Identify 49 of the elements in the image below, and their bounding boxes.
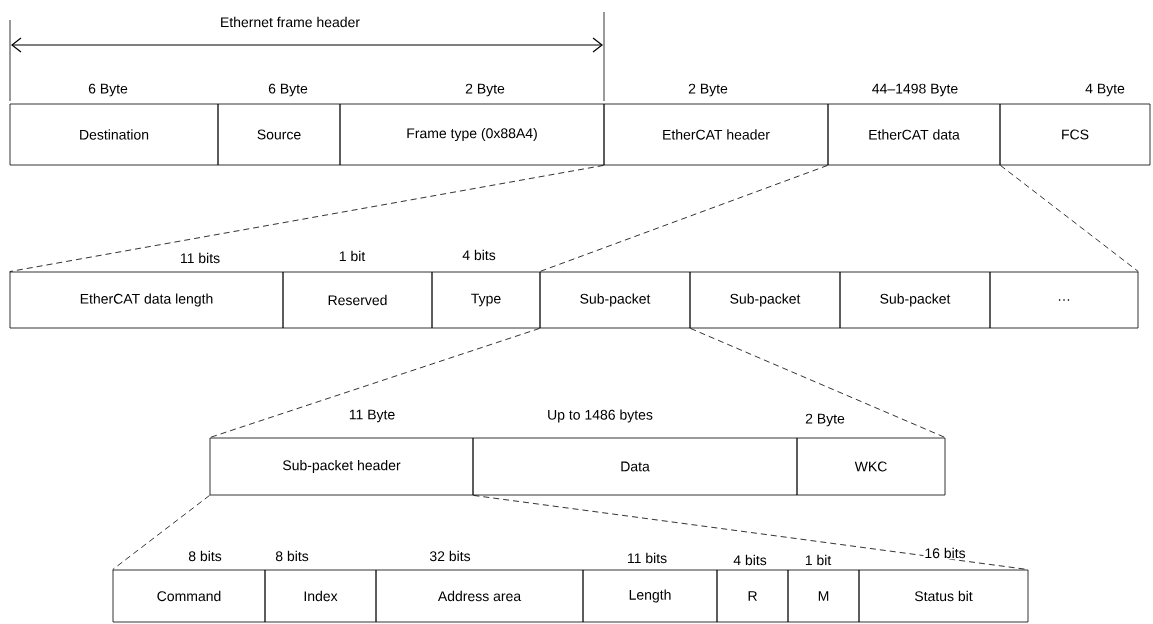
size-label: 6 Byte bbox=[267, 82, 309, 98]
field-cell: Sub-packet bbox=[689, 271, 841, 329]
field-cell: R bbox=[716, 569, 789, 623]
size-label: 8 bits bbox=[274, 549, 310, 563]
field-cell: Reserved bbox=[282, 271, 433, 329]
field-cell: Sub-packet bbox=[539, 271, 691, 329]
size-label: 11 bits bbox=[625, 551, 669, 565]
size-label: 32 bits bbox=[428, 549, 472, 563]
field-cell: Command bbox=[112, 569, 266, 623]
size-label: 8 bits bbox=[187, 549, 223, 563]
field-cell: Address area bbox=[375, 569, 584, 623]
field-cell: Type bbox=[431, 271, 541, 329]
zoom-line bbox=[209, 328, 540, 438]
field-cell: Length bbox=[582, 569, 718, 623]
size-label: 2 Byte bbox=[687, 82, 729, 98]
size-label: 6 Byte bbox=[87, 82, 129, 98]
field-cell: Status bit bbox=[858, 569, 1029, 623]
field-cell: … bbox=[989, 271, 1139, 329]
size-label: 16 bits bbox=[923, 546, 967, 560]
size-label: 1 bit bbox=[337, 249, 367, 263]
zoom-line bbox=[112, 495, 210, 570]
field-cell: Index bbox=[264, 569, 377, 623]
size-label: 44–1498 Byte bbox=[870, 82, 960, 98]
zoom-line bbox=[690, 328, 946, 438]
field-cell: WKC bbox=[796, 437, 946, 496]
zoom-line bbox=[539, 165, 828, 272]
field-cell: Sub-packet header bbox=[209, 437, 474, 496]
zoom-line bbox=[1000, 165, 1139, 272]
size-label: 11 Byte bbox=[347, 408, 397, 424]
size-label: 2 Byte bbox=[464, 82, 506, 98]
size-label: 2 Byte bbox=[804, 412, 846, 428]
field-cell: Frame type (0x88A4) bbox=[339, 103, 605, 166]
dimension-label: Ethernet frame header bbox=[221, 16, 360, 28]
field-cell: Destination bbox=[9, 103, 219, 166]
field-cell: EtherCAT data bbox=[827, 103, 1001, 166]
field-cell: Sub-packet bbox=[839, 271, 991, 329]
field-cell: Data bbox=[472, 437, 798, 496]
size-label: Up to 1486 bytes bbox=[546, 408, 654, 424]
field-cell: EtherCAT data length bbox=[9, 271, 284, 329]
field-cell: FCS bbox=[999, 103, 1151, 166]
field-cell: Source bbox=[217, 103, 341, 166]
size-label: 11 bits bbox=[178, 251, 222, 265]
field-cell: M bbox=[787, 569, 860, 623]
size-label: 4 bits bbox=[732, 553, 768, 567]
zoom-line bbox=[9, 165, 604, 272]
size-label: 1 bit bbox=[803, 553, 833, 567]
field-cell: EtherCAT header bbox=[603, 103, 829, 166]
size-label: 4 Byte bbox=[1084, 82, 1126, 98]
size-label: 4 bits bbox=[461, 248, 497, 262]
